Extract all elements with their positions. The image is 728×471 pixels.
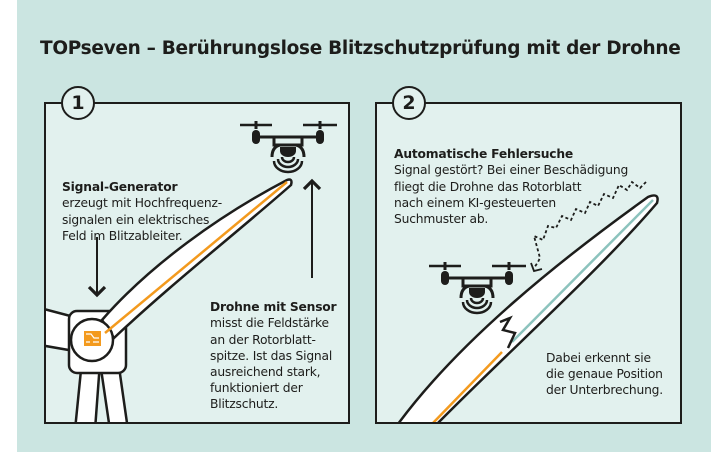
result-text: Dabei erkennt sie die genaue Position de… xyxy=(546,351,663,398)
rotor-blade xyxy=(397,194,659,422)
signal-generator-heading: Signal-Generator xyxy=(62,180,178,195)
step-number-1: 1 xyxy=(61,86,95,120)
step-number-2: 2 xyxy=(392,86,426,120)
search-pattern-path xyxy=(532,180,647,269)
fault-search-heading: Automatische Fehlersuche xyxy=(394,147,574,162)
panel-2-frame xyxy=(375,102,682,424)
drone-sensor-body: misst die Feldstärke an der Rotorblatt- … xyxy=(210,316,333,412)
page-title: TOPseven – Berührungslose Blitzschutzprü… xyxy=(40,38,681,59)
fault-search-body: Signal gestört? Bei einer Beschädigung f… xyxy=(394,163,629,227)
wind-turbine xyxy=(46,178,293,422)
lightning-break-icon xyxy=(499,315,517,349)
drone-sensor-heading: Drohne mit Sensor xyxy=(210,300,337,315)
signal-generator-body: erzeugt mit Hochfrequenz- signalen ein e… xyxy=(62,196,222,243)
search-arrow-icon xyxy=(530,262,543,273)
